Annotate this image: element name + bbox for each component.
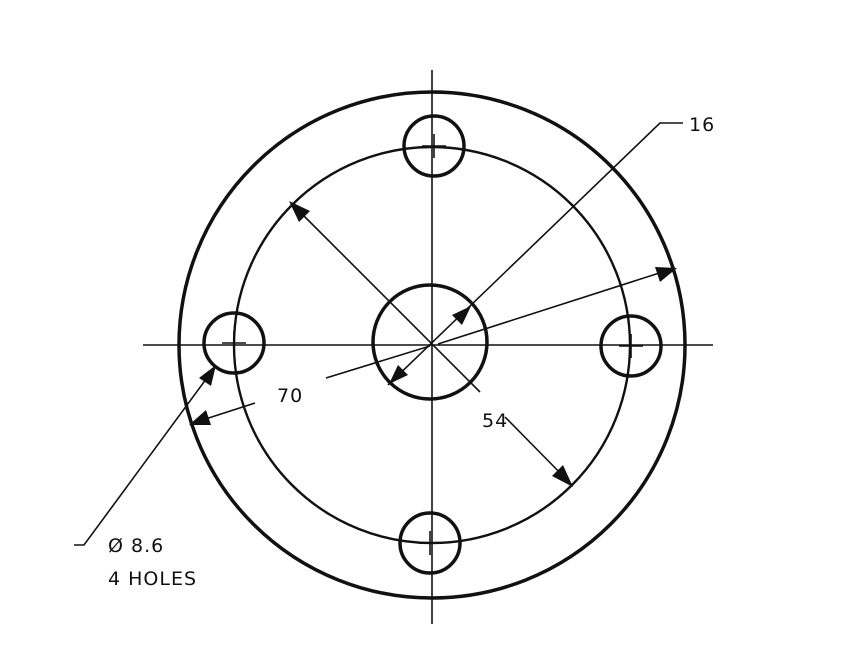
label-bolt-hole-count: 4 HOLES — [108, 568, 197, 590]
center-hole — [371, 283, 489, 401]
bolt-hole-right — [599, 314, 663, 378]
dim-center-hole-leader — [387, 122, 683, 386]
label-outer-diameter: 70 — [277, 385, 303, 407]
bolt-hole-top — [402, 114, 466, 178]
dim-bolt-hole-leader — [74, 365, 216, 546]
center-lines — [143, 70, 713, 624]
dim-bolt-circle — [289, 201, 573, 487]
outer-circle — [177, 90, 687, 600]
dim-outer-diameter — [189, 267, 677, 425]
label-center-hole-diameter: 16 — [689, 114, 715, 136]
label-bolt-hole-diameter: Ø 8.6 — [108, 535, 164, 557]
bolt-hole-bottom — [398, 511, 462, 575]
label-bolt-circle-diameter: 54 — [482, 410, 508, 432]
bolt-hole-left — [202, 311, 266, 375]
